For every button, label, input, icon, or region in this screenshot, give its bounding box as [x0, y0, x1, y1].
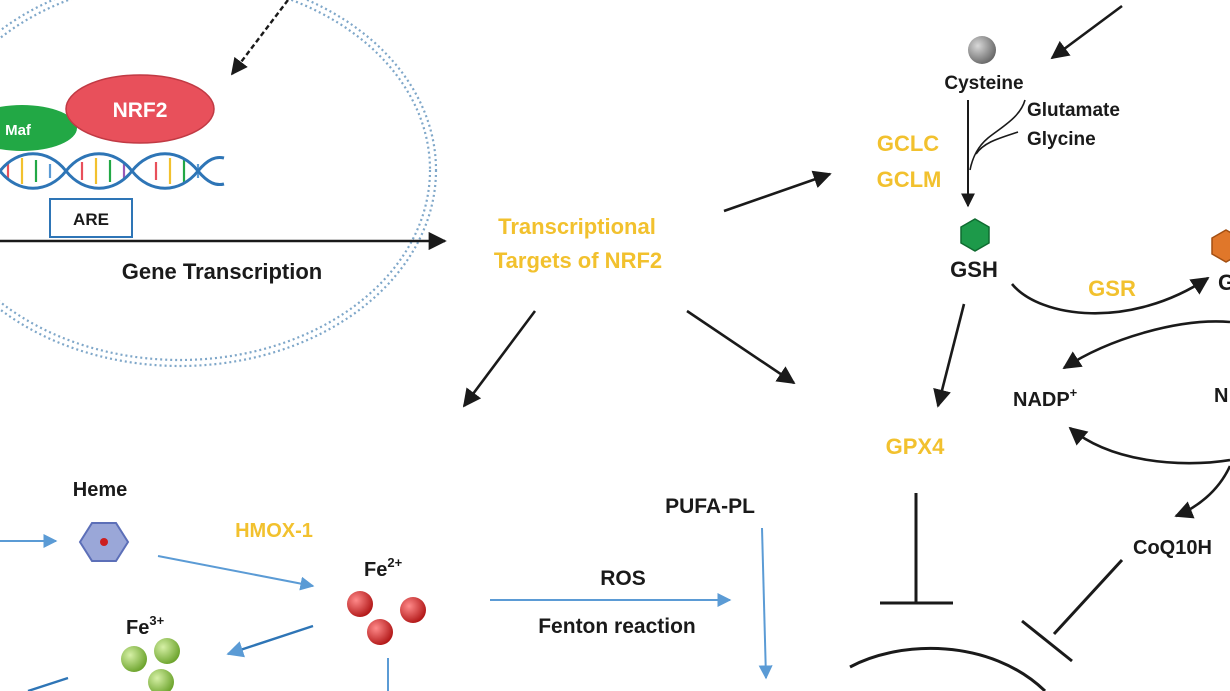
glutamate-label: Glutamate	[1027, 100, 1120, 121]
nadp-superscript: +	[1070, 385, 1078, 400]
gclm-label: GCLM	[877, 167, 942, 192]
fe3-text: Fe	[126, 617, 149, 639]
targets-label-line1: Transcriptional	[498, 214, 656, 239]
cysteine-molecule	[968, 36, 996, 64]
coq10-label-cut: CoQ10H	[1133, 537, 1212, 559]
gsr-label: GSR	[1088, 276, 1136, 301]
arrow-pufa-down	[758, 527, 773, 680]
gssg-molecule	[1211, 229, 1230, 263]
glutamate-join-line	[969, 99, 1026, 171]
dashed-arrow-to-nrf2	[230, 0, 289, 76]
gene-transcription-label: Gene Transcription	[122, 259, 323, 284]
fe2-text: Fe	[364, 559, 387, 581]
fe3-label: Fe3+	[126, 613, 165, 639]
nrf2-protein	[65, 74, 215, 144]
glycine-label: Glycine	[1027, 129, 1096, 150]
gclc-label: GCLC	[877, 131, 939, 156]
lipid-membrane-arc	[849, 647, 1047, 691]
nadp-label: NADP+	[1013, 385, 1078, 411]
heme-iron-center	[100, 538, 108, 546]
nadp-text: NADP	[1013, 389, 1070, 411]
arrow-targets-to-gclc	[723, 170, 832, 213]
hmox1-label: HMOX-1	[235, 520, 313, 542]
are-box	[49, 198, 133, 238]
are-label: ARE	[73, 210, 109, 229]
fe2-label: Fe2+	[364, 555, 403, 581]
glycine-join-line	[975, 131, 1019, 155]
dna-helix	[0, 152, 225, 190]
fe3-out-line	[27, 676, 69, 691]
nadph-label-cut: N	[1214, 385, 1228, 407]
fe2-ions	[347, 591, 426, 645]
fe2-superscript: 2+	[387, 555, 402, 570]
gssg-label-cut: G	[1218, 270, 1230, 295]
maf-label: Maf	[5, 122, 32, 139]
gpx4-inhibition	[880, 493, 953, 605]
arrow-into-cysteine	[1050, 4, 1123, 60]
pufa-pl-label: PUFA-PL	[665, 495, 755, 518]
fe3-ions	[121, 638, 180, 691]
arrow-to-nadp	[1062, 320, 1230, 370]
targets-label-line2: Targets of NRF2	[494, 248, 662, 273]
arrow-to-coq10	[1174, 465, 1230, 519]
nrf2-label: NRF2	[113, 99, 168, 122]
gsr-arrow	[1010, 276, 1210, 315]
gsh-molecule	[960, 218, 990, 252]
fenton-label: Fenton reaction	[538, 615, 696, 638]
arrow-targets-to-lipid	[686, 309, 796, 385]
gsh-label: GSH	[950, 257, 998, 282]
maf-protein	[0, 105, 77, 151]
arrow-fe2-to-fe3	[226, 624, 314, 658]
nucleus-membrane	[0, 0, 438, 368]
coq10-inhibition	[1021, 558, 1124, 663]
arrow-targets-to-iron	[462, 310, 537, 408]
arrow-nadp-return	[1068, 426, 1230, 465]
ros-label: ROS	[600, 567, 646, 590]
cysteine-label: Cysteine	[944, 73, 1023, 94]
arrow-heme-to-fe2	[157, 555, 315, 591]
arrow-gsh-to-gpx4	[933, 303, 966, 408]
gpx4-label: GPX4	[886, 434, 945, 459]
fe3-superscript: 3+	[149, 613, 164, 628]
heme-label: Heme	[73, 479, 127, 501]
